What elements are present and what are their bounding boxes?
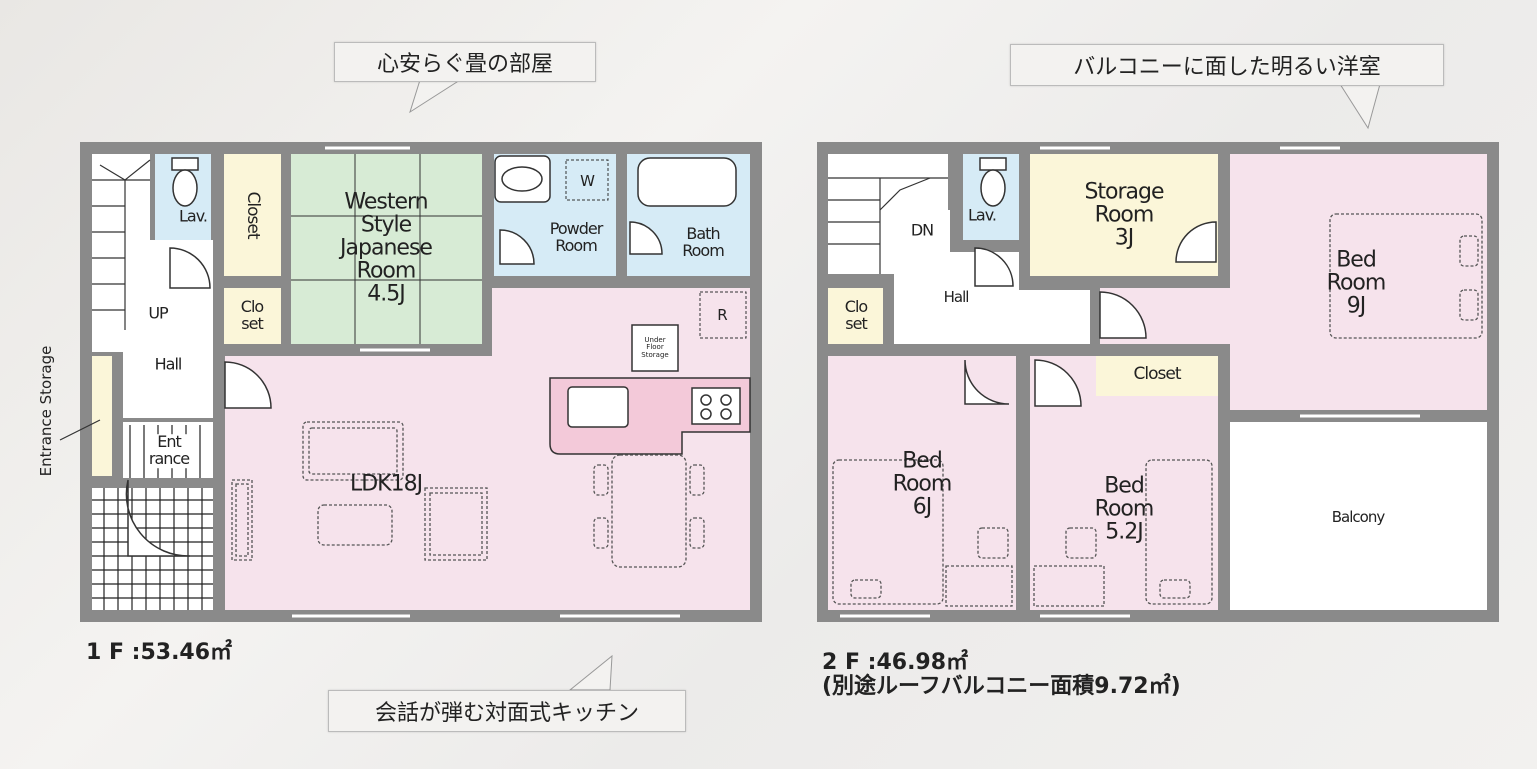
label-entrance: Ent rance xyxy=(148,432,190,468)
label-balcony: Balcony xyxy=(1331,508,1385,527)
sink-powder xyxy=(494,155,551,203)
label-storage-room: Storage Room 3J xyxy=(1084,179,1164,251)
fridge-box xyxy=(699,291,747,339)
label-bath-room: Bath Room xyxy=(682,224,725,260)
entrance-storage-pointer xyxy=(59,419,101,441)
label-closet-small-1f: Clo set xyxy=(240,297,264,333)
label-bed-room-6j: Bed Room 6J xyxy=(892,448,953,520)
kitchen-counter xyxy=(549,377,751,455)
callout-pointers xyxy=(409,79,1381,691)
callout-tatami: 心安らぐ畳の部屋 xyxy=(334,42,596,82)
closet-small-2f xyxy=(828,288,883,344)
bed-room-9j xyxy=(1100,154,1487,410)
windows-1f xyxy=(292,146,680,618)
closet-vertical xyxy=(224,154,281,276)
under-floor-storage xyxy=(631,324,679,372)
bathtub xyxy=(637,157,737,207)
label-powder-room: Powder Room xyxy=(549,219,604,255)
windows-2f xyxy=(840,146,1420,618)
callout-western: バルコニーに面した明るい洋室 xyxy=(1010,44,1444,86)
label-closet-small-2f: Clo set xyxy=(844,297,868,333)
label-w: W xyxy=(580,172,595,191)
entrance-storage-1f xyxy=(92,356,112,476)
floor1-plan xyxy=(80,142,762,622)
hall-1f xyxy=(123,352,213,418)
stairs-lines-2f xyxy=(828,177,948,274)
floor2-area: 2 F :46.98㎡ xyxy=(822,650,969,675)
ldk-room xyxy=(225,288,750,610)
toilet-1f xyxy=(171,157,199,207)
doors-1f xyxy=(125,221,663,557)
closet-2f xyxy=(1096,356,1218,396)
label-under-floor: Under Floor Storage xyxy=(641,335,669,359)
stairs-lines-1f xyxy=(92,159,151,330)
beds-2f xyxy=(832,213,1483,607)
dining-set xyxy=(593,454,705,568)
label-bed-room-9j: Bed Room 9J xyxy=(1326,247,1387,319)
floor2-plan xyxy=(817,142,1499,622)
label-bed-room-52j: Bed Room 5.2J xyxy=(1094,473,1155,545)
label-lav-2f: Lav. xyxy=(967,205,997,225)
toilet-2f xyxy=(979,157,1007,207)
label-dn: DN xyxy=(910,220,934,240)
washer-box xyxy=(565,159,609,201)
living-furniture xyxy=(231,421,488,561)
label-ldk: LDK18J xyxy=(349,471,423,497)
label-closet-vertical: Closet xyxy=(242,191,263,239)
label-lav-1f: Lav. xyxy=(178,206,208,226)
callout-kitchen: 会話が弾む対面式キッチン xyxy=(328,690,686,732)
closet-small-1f xyxy=(224,288,281,344)
balcony xyxy=(1230,422,1487,610)
label-hall-2f: Hall xyxy=(943,288,970,307)
roof-balcony-area: (別途ルーフバルコニー面積9.72㎡) xyxy=(822,674,1181,699)
label-hall-1f: Hall xyxy=(154,354,183,374)
entrance-tile-grid xyxy=(92,425,213,610)
label-japanese-room: Western Style Japanese Room 4.5J xyxy=(340,189,433,307)
tatami-lines xyxy=(291,154,482,344)
doors-2f xyxy=(964,221,1217,407)
label-r: R xyxy=(717,306,727,325)
japanese-room xyxy=(291,154,482,344)
floor1-area: 1 F :53.46㎡ xyxy=(86,640,233,665)
label-up: UP xyxy=(148,303,168,323)
label-entrance-storage: Entrance Storage xyxy=(37,345,56,477)
label-closet-2f: Closet xyxy=(1133,364,1182,385)
